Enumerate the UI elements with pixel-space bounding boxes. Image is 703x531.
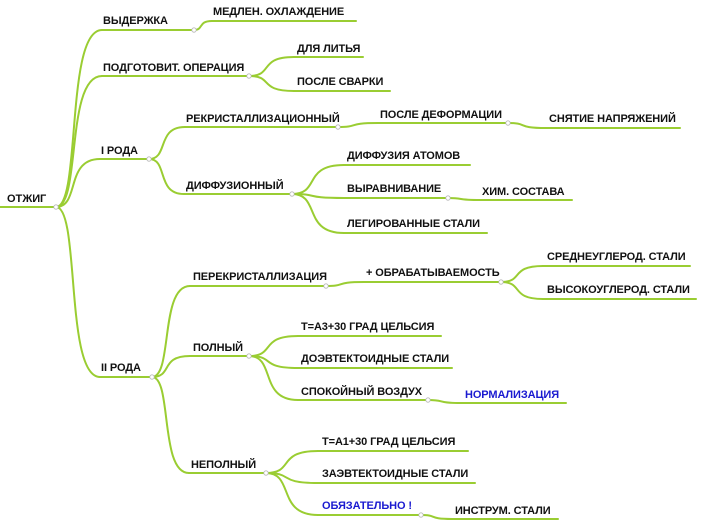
branch-ii-roda-to-polnyj — [151, 355, 191, 378]
node-posle-deformacii[interactable]: ПОСЛЕ ДЕФОРМАЦИИ — [380, 109, 502, 121]
junction-dot — [445, 195, 451, 201]
junction-dot — [323, 283, 329, 289]
junction-dot — [418, 512, 424, 518]
branch-root-to-i-roda — [55, 158, 101, 208]
node-doevtektoidnye-stali[interactable]: ДОЭВТЕКТОИДНЫЕ СТАЛИ — [301, 353, 450, 365]
node-obyazatelno[interactable]: ОБЯЗАТЕЛЬНО ! — [322, 500, 412, 512]
branch-ii-roda-to-perekrist — [151, 285, 191, 378]
branch-nepolnyj-to-obyazatelno — [265, 472, 319, 516]
branch-i-roda-to-rekrist — [148, 126, 186, 160]
node-diffuziya-atomov[interactable]: ДИФФУЗИЯ АТОМОВ — [347, 150, 461, 162]
node-legirovannye-stali[interactable]: ЛЕГИРОВАННЫЕ СТАЛИ — [347, 218, 480, 230]
node-him-sostava[interactable]: ХИМ. СОСТАВА — [482, 186, 565, 198]
node-polnyj[interactable]: ПОЛНЫЙ — [193, 342, 243, 354]
branch-perekrist-to-obrab — [325, 281, 365, 287]
node-sredneuglerod-stali[interactable]: СРЕДНЕУГЛЕРОД. СТАЛИ — [547, 251, 686, 263]
branch-obyazatelno-to-instrum — [420, 514, 453, 520]
node-nepolnyj[interactable]: НЕПОЛНЫЙ — [191, 459, 257, 471]
node-rekristallizacionnyj[interactable]: РЕКРИСТАЛЛИЗАЦИОННЫЙ — [186, 113, 340, 125]
branch-polnyj-to-t-a3 — [248, 335, 299, 357]
branch-posle-deform-to-snyatie — [507, 122, 547, 129]
junction-dot — [425, 397, 431, 403]
junction-dot — [505, 120, 511, 126]
branch-root-to-ii-roda — [55, 206, 101, 378]
junction-dot — [289, 191, 295, 197]
node-ii-roda[interactable]: II РОДА — [101, 362, 141, 374]
junction-dot — [498, 279, 504, 285]
branch-polnyj-to-spokojnyj — [248, 355, 299, 401]
node-i-roda[interactable]: I РОДА — [101, 145, 138, 157]
junction-dot — [53, 204, 59, 210]
junction-dot — [246, 73, 252, 79]
node-perekristallizaciya[interactable]: ПЕРЕКРИСТАЛЛИЗАЦИЯ — [193, 271, 327, 283]
node-otzhig[interactable]: ОТЖИГ — [7, 193, 47, 205]
node-vysokouglerod-stali[interactable]: ВЫСОКОУГЛЕРОД. СТАЛИ — [547, 284, 690, 296]
junction-dot — [149, 374, 155, 380]
branch-spokojnyj-to-normalizaciya — [427, 399, 463, 404]
node-podgotovit-operaciya[interactable]: ПОДГОТОВИТ. ОПЕРАЦИЯ — [103, 62, 245, 74]
branch-vyravnivanie-to-him-sostava — [447, 197, 481, 201]
branch-root-to-podgotovit — [55, 75, 103, 208]
branch-obrab-to-vysokouglerod — [500, 281, 544, 300]
node-diffuzionnyj[interactable]: ДИФФУЗИОННЫЙ — [186, 180, 284, 192]
branch-vyderzhka-to-medlen — [193, 20, 213, 31]
node-medlen-ohlazhdenie[interactable]: МЕДЛЕН. ОХЛАЖДЕНИЕ — [213, 6, 345, 18]
branch-podgotovit-to-posle-svarki — [248, 75, 295, 92]
node-vyderzhka[interactable]: ВЫДЕРЖКА — [103, 15, 168, 27]
branch-i-roda-to-diffuz — [148, 158, 185, 195]
node-dlya-litya[interactable]: ДЛЯ ЛИТЬЯ — [297, 43, 361, 55]
junction-dot — [146, 156, 152, 162]
node-t-a1[interactable]: T=A1+30 ГРАД ЦЕЛЬСИЯ — [322, 436, 456, 448]
junction-dot — [335, 124, 341, 130]
node-posle-svarki[interactable]: ПОСЛЕ СВАРКИ — [297, 76, 384, 88]
branch-diffuz-to-diffuziya-atomov — [291, 164, 345, 195]
node-vyravnivanie[interactable]: ВЫРАВНИВАНИЕ — [347, 183, 442, 195]
node-instrum-stali[interactable]: ИНСТРУМ. СТАЛИ — [455, 505, 551, 517]
branch-diffuz-to-legir — [291, 193, 345, 234]
branch-obrab-to-sredneuglerod — [500, 265, 544, 283]
node-zaevtektoidnye-stali[interactable]: ЗАЭВТЕКТОИДНЫЕ СТАЛИ — [322, 468, 469, 480]
branch-podgotovit-to-dlya-litya — [248, 56, 295, 77]
node-t-a3[interactable]: T=A3+30 ГРАД ЦЕЛЬСИЯ — [301, 321, 435, 333]
node-normalizaciya[interactable]: НОРМАЛИЗАЦИЯ — [465, 389, 560, 401]
node-spokojnyj-vozduh[interactable]: СПОКОЙНЫЙ ВОЗДУХ — [301, 386, 422, 398]
branch-nepolnyj-to-t-a1 — [265, 450, 319, 474]
junction-dot — [246, 353, 252, 359]
branch-ii-roda-to-nepolnyj — [151, 376, 190, 474]
branch-root-to-vyderzhka — [55, 29, 103, 208]
junction-dot — [191, 27, 197, 33]
node-snyatie-napryazhenij[interactable]: СНЯТИЕ НАПРЯЖЕНИЙ — [549, 113, 676, 125]
junction-dot — [263, 470, 269, 476]
branch-rekrist-to-posle-deform — [337, 122, 379, 128]
node-obrabatyvaemost[interactable]: + ОБРАБАТЫВАЕМОСТЬ — [366, 267, 500, 279]
